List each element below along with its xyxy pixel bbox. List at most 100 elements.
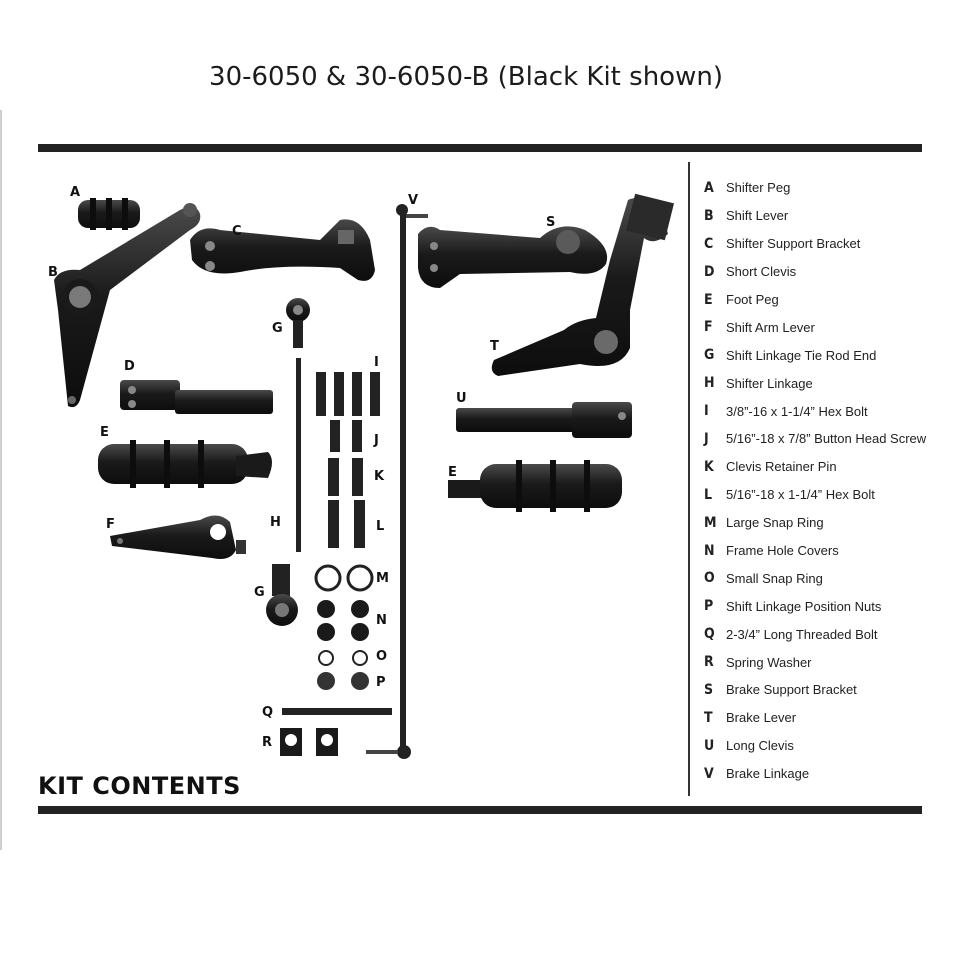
legend-part-name: Foot Peg bbox=[726, 292, 779, 307]
legend-part-name: Brake Linkage bbox=[726, 766, 810, 782]
part-foot-peg-left bbox=[98, 440, 272, 488]
photo-label-a: A bbox=[70, 185, 80, 200]
legend-letter: U bbox=[704, 737, 715, 754]
photo-label-q: Q bbox=[262, 705, 273, 720]
part-frame-hole-covers bbox=[317, 600, 369, 641]
photo-label-d: D bbox=[124, 359, 135, 374]
legend-item: M Large Snap Ring bbox=[704, 509, 954, 537]
legend-letter: P bbox=[704, 598, 714, 615]
legend-part-name: Shift Linkage Position Nuts bbox=[726, 598, 882, 614]
legend-letter: E bbox=[704, 291, 713, 308]
legend-letter: H bbox=[704, 375, 715, 392]
legend-item: U Long Clevis bbox=[704, 732, 954, 760]
part-tie-rod-end-top bbox=[286, 298, 310, 348]
part-tie-rod-end-bottom bbox=[266, 564, 298, 626]
legend-letter: A bbox=[704, 179, 714, 196]
photo-label-m: M bbox=[376, 571, 389, 586]
part-large-snap-rings bbox=[314, 564, 374, 592]
legend-part-name: Shifter Linkage bbox=[726, 375, 813, 391]
legend-part-name: Shift Linkage Tie Rod End bbox=[726, 347, 877, 363]
legend-letter: N bbox=[704, 542, 715, 559]
photo-label-u: U bbox=[456, 391, 467, 406]
legend-letter: G bbox=[704, 347, 715, 364]
legend-part-name: Brake Lever bbox=[726, 710, 797, 726]
legend-letter: T bbox=[704, 709, 713, 726]
legend-part-name: Shifter Peg bbox=[726, 180, 791, 196]
legend-letter: Q bbox=[704, 626, 715, 643]
photo-label-l: L bbox=[376, 519, 384, 534]
legend-part-name: Large Snap Ring bbox=[726, 515, 824, 531]
top-rule bbox=[38, 144, 922, 152]
photo-label-n: N bbox=[376, 613, 387, 628]
part-brake-linkage bbox=[366, 204, 428, 759]
photo-label-v: V bbox=[408, 193, 418, 208]
photo-label-k: K bbox=[374, 469, 385, 484]
part-hex-bolts-i bbox=[316, 372, 380, 416]
part-spring-washers bbox=[280, 728, 338, 756]
photo-label-o: O bbox=[376, 649, 387, 664]
part-small-snap-rings bbox=[318, 650, 368, 666]
part-threaded-bolt bbox=[282, 708, 392, 715]
legend-part-name: Long Clevis bbox=[726, 738, 794, 754]
legend-letter: C bbox=[704, 235, 714, 252]
part-shifter-linkage bbox=[296, 358, 301, 552]
kit-parts-photo: A B C D E F G G H I J K L M N O P Q R S … bbox=[48, 185, 675, 759]
legend-part-name: Shifter Support Bracket bbox=[726, 236, 861, 252]
part-foot-peg-right bbox=[448, 460, 622, 512]
legend-letter: M bbox=[704, 514, 717, 531]
legend-item: T Brake Lever bbox=[704, 704, 954, 732]
photo-label-e-left: E bbox=[100, 425, 109, 440]
part-position-nuts bbox=[317, 672, 369, 690]
legend-part-name: 5/16”-18 x 1-1/4” Hex Bolt bbox=[726, 487, 875, 503]
part-brake-support-bracket bbox=[418, 226, 608, 288]
part-hex-bolts-l bbox=[328, 500, 365, 548]
legend-letter: V bbox=[704, 765, 714, 782]
photo-label-f: F bbox=[106, 517, 115, 532]
photo-label-t: T bbox=[490, 339, 499, 354]
page-title: 30-6050 & 30-6050-B (Black Kit shown) bbox=[209, 62, 723, 92]
part-button-head-screws-j bbox=[330, 420, 362, 452]
legend-item: V Brake Linkage bbox=[704, 760, 954, 788]
legend-part-name: 2-3/4” Long Threaded Bolt bbox=[726, 626, 878, 642]
legend-letter: K bbox=[704, 458, 714, 475]
legend-part-name: Spring Washer bbox=[726, 654, 812, 670]
legend-item: A Shifter Peg bbox=[704, 174, 954, 202]
legend-item: G Shift Linkage Tie Rod End bbox=[704, 341, 954, 369]
photo-label-s: S bbox=[546, 215, 555, 230]
legend-letter: B bbox=[704, 207, 714, 224]
photo-label-p: P bbox=[376, 675, 386, 690]
legend-divider bbox=[688, 162, 690, 796]
legend-letter: S bbox=[704, 681, 714, 698]
legend-part-name: Small Snap Ring bbox=[726, 570, 823, 586]
legend-letter: D bbox=[704, 263, 715, 280]
legend-letter: I bbox=[704, 403, 709, 420]
part-brake-lever bbox=[491, 193, 675, 376]
legend-item: C Shifter Support Bracket bbox=[704, 230, 954, 258]
photo-label-b: B bbox=[48, 265, 58, 280]
legend-letter: J bbox=[704, 430, 709, 447]
legend-part-name: Clevis Retainer Pin bbox=[726, 459, 837, 475]
legend-item: R Spring Washer bbox=[704, 648, 954, 676]
photo-label-c: C bbox=[232, 224, 242, 239]
legend-letter: O bbox=[704, 570, 715, 587]
part-shift-arm-lever bbox=[110, 515, 246, 559]
legend-part-name: Shift Lever bbox=[726, 208, 789, 224]
photo-label-e-right: E bbox=[448, 465, 457, 480]
legend-letter: R bbox=[704, 654, 714, 671]
photo-label-g-bottom: G bbox=[254, 585, 265, 600]
legend-item: D Short Clevis bbox=[704, 258, 954, 286]
part-clevis-pins-k bbox=[328, 458, 363, 496]
photo-label-r: R bbox=[262, 735, 272, 750]
part-long-clevis bbox=[456, 402, 632, 438]
legend-item: H Shifter Linkage bbox=[704, 369, 954, 397]
photo-label-g-top: G bbox=[272, 321, 283, 336]
part-shift-lever bbox=[54, 203, 201, 408]
legend-part-name: Short Clevis bbox=[726, 264, 797, 280]
